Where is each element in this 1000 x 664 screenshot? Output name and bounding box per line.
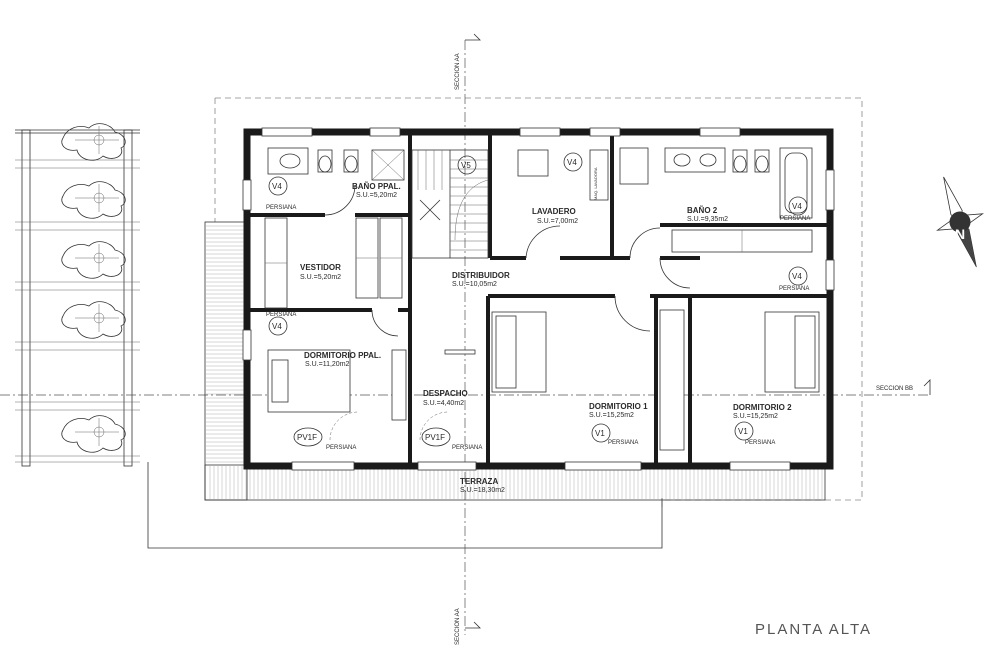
room-despacho-name: DESPACHO — [423, 389, 468, 398]
windows — [242, 127, 835, 471]
tag-v4-bano2: V4 — [792, 202, 802, 211]
window-tags — [268, 152, 808, 447]
tag-v1-dorm1: V1 — [595, 429, 605, 438]
room-dorm1-name: DORMITORIO 1 — [589, 402, 648, 411]
interior-walls — [248, 134, 828, 464]
lower-floor-outline — [147, 97, 863, 549]
room-despacho-area: S.U.=4,40m2 — [423, 400, 464, 407]
tag-v5-stair: V5 — [461, 161, 471, 170]
north-label: N — [955, 226, 965, 242]
section-aa-top-label: SECCION AA — [455, 53, 461, 90]
persiana-vestidor: PERSIANA — [266, 312, 296, 318]
room-dorm2-name: DORMITORIO 2 — [733, 403, 792, 412]
room-bano-ppal-area: S.U.=5,20m2 — [356, 192, 397, 199]
room-bano2-area: S.U.=9,35m2 — [687, 216, 728, 223]
bano-ppal-fixtures — [267, 147, 405, 181]
room-vestidor-area: S.U.=5,20m2 — [300, 274, 341, 281]
room-distribuidor-name: DISTRIBUIDOR — [452, 271, 510, 280]
beds — [267, 309, 820, 451]
staircase — [411, 149, 489, 259]
tag-pv1f-despacho: PV1F — [425, 433, 445, 442]
room-dorm-ppal-area: S.U.=11,20m2 — [305, 361, 350, 368]
section-aa-bottom-label: SECCION AA — [455, 608, 461, 645]
appliance-label: MAQ. LAVADORA — [593, 167, 598, 200]
lavadero-fixtures — [517, 149, 609, 259]
persiana-bano2: PERSIANA — [780, 216, 810, 222]
vestidor-wardrobes — [264, 217, 403, 309]
tag-v4-dorm2: V4 — [792, 272, 802, 281]
room-bano-ppal-name: BAÑO PPAL. — [352, 182, 401, 191]
tag-v1-dorm2: V1 — [738, 427, 748, 436]
room-vestidor-name: VESTIDOR — [300, 263, 341, 272]
door-swings — [324, 184, 691, 441]
room-lavadero-area: S.U.=7,00m2 — [537, 218, 578, 225]
room-terraza-area: S.U.=18,30m2 — [460, 487, 505, 494]
north-arrow-icon — [936, 176, 984, 268]
room-lavadero-name: LAVADERO — [532, 207, 576, 216]
tag-v4-lavadero: V4 — [567, 158, 577, 167]
room-bano2-name: BAÑO 2 — [687, 206, 718, 215]
tag-pv1f-dorm-ppal: PV1F — [297, 433, 317, 442]
trees — [61, 123, 126, 453]
room-dorm2-area: S.U.=15,25m2 — [733, 413, 778, 420]
persiana-dorm1: PERSIANA — [608, 440, 638, 446]
tag-v4-bano: V4 — [272, 182, 282, 191]
persiana-bano-ppal: PERSIANA — [266, 205, 296, 211]
pergola — [15, 129, 140, 467]
room-dorm-ppal-name: DORMITORIO PPAL. — [304, 351, 381, 360]
section-bb-label: SECCION BB — [876, 386, 913, 392]
section-lines — [0, 33, 931, 635]
bano2-fixtures — [619, 147, 813, 259]
persiana-despacho: PERSIANA — [452, 445, 482, 451]
tag-v4-vestidor: V4 — [272, 322, 282, 331]
room-distribuidor-area: S.U.=10,05m2 — [452, 281, 497, 288]
drawing-title: PLANTA ALTA — [755, 621, 872, 638]
persiana-dorm2: PERSIANA — [745, 440, 775, 446]
persiana-dorm2-side: PERSIANA — [779, 286, 809, 292]
room-dorm1-area: S.U.=15,25m2 — [589, 412, 634, 419]
room-terraza-name: TERRAZA — [460, 477, 498, 486]
persiana-dorm-ppal: PERSIANA — [326, 445, 356, 451]
